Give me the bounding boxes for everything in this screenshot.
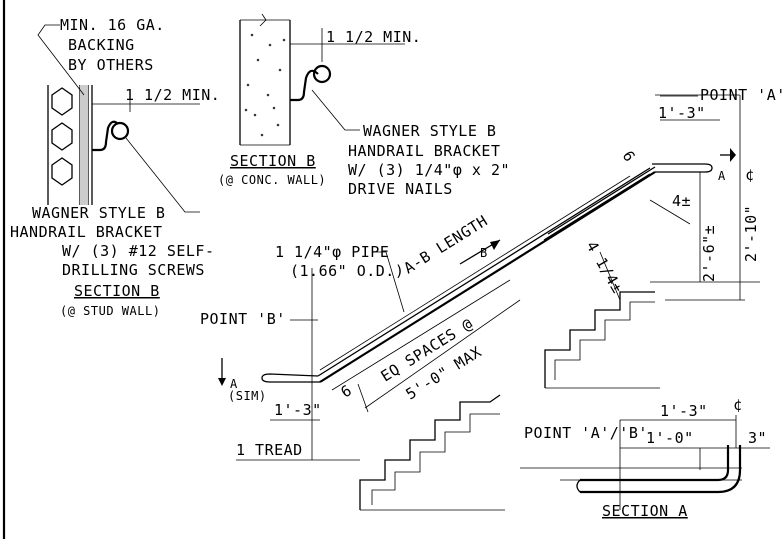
section-a-centerline: ¢ [733, 396, 743, 414]
upper-stair-profile [544, 291, 655, 388]
section-a-dim-overall: 1'-3" [660, 402, 708, 420]
centerline-mark-elevation: ¢ [745, 166, 755, 184]
conc-bracket-leader [311, 89, 360, 131]
stud-bracket-label-3: W/ (3) #12 SELF- [62, 242, 215, 260]
section-a-pipe [580, 445, 730, 482]
section-a-title: SECTION A [602, 502, 688, 520]
dim-bottom-extension: 1'-3" [274, 401, 322, 419]
section-a-dim-return: 3" [748, 429, 767, 447]
backing-leader [37, 24, 85, 96]
dim-four-quarter: 4 1/4± [583, 238, 627, 297]
section-a-dim-inner: 1'-0" [646, 429, 694, 447]
backing-label-1: MIN. 16 GA. [60, 16, 165, 34]
handrail-elevation [218, 94, 760, 511]
conc-section-title: SECTION B [230, 152, 316, 170]
section-b-mark: B [480, 246, 488, 260]
dim-four-pm: 4± [672, 192, 691, 210]
dim-top-extension: 1'-3" [658, 104, 706, 122]
conc-bracket-label-3: W/ (3) 1/4"φ x 2" [348, 161, 510, 179]
pipe-label-1: 1 1/4"φ PIPE [275, 243, 389, 261]
conc-clearance-label: 1 1/2 MIN. [326, 28, 421, 46]
point-b-label: POINT 'B' [200, 310, 286, 328]
dim-six-bottom: 6 [338, 381, 356, 401]
conc-section-subtitle: (@ CONC. WALL) [218, 173, 326, 187]
stud-bracket-label-2: HANDRAIL BRACKET [10, 223, 163, 241]
backing-label-3: BY OTHERS [68, 56, 154, 74]
point-a-label: POINT 'A' [700, 86, 784, 104]
pipe-leader [376, 251, 405, 313]
conc-bracket-label-2: HANDRAIL BRACKET [348, 142, 501, 160]
handrail-pipe-circle [110, 121, 130, 141]
lower-stair-profile [359, 394, 501, 510]
handrail-pipe [319, 171, 656, 383]
stud-bracket-label-4: DRILLING SCREWS [62, 261, 205, 279]
stud-section-subtitle: (@ STUD WALL) [60, 304, 160, 318]
stud-bracket-label-1: WAGNER STYLE B [32, 204, 165, 222]
stud-wall-section [47, 85, 200, 205]
section-a-mark: A [718, 169, 726, 183]
dim-height-2: 2'-10" [742, 205, 760, 262]
sim-note: (SIM) [228, 389, 267, 403]
backing-label-2: BACKING [68, 36, 135, 54]
section-a-point-label: POINT 'A'/'B' [524, 424, 648, 442]
concrete-wall-section [239, 13, 405, 146]
dim-height-1: 2'-6"± [700, 225, 718, 282]
stud-clearance-label: 1 1/2 MIN. [125, 86, 220, 104]
one-tread-label: 1 TREAD [236, 441, 303, 459]
section-a-sim-arrow [218, 378, 226, 386]
section-a-detail [520, 415, 770, 510]
conc-bracket-label-4: DRIVE NAILS [348, 180, 453, 198]
pipe-label-2: (1.66" O.D.) [290, 262, 404, 280]
section-a-arrow [730, 148, 736, 162]
stud-section-title: SECTION B [74, 282, 160, 300]
conc-bracket-label-1: WAGNER STYLE B [363, 122, 496, 140]
stud-bracket-leader [125, 137, 200, 213]
section-a-sim-mark: A [230, 377, 238, 391]
ab-length-label: A-B LENGTH [401, 212, 491, 278]
dim-six-top: 6 [619, 148, 639, 166]
